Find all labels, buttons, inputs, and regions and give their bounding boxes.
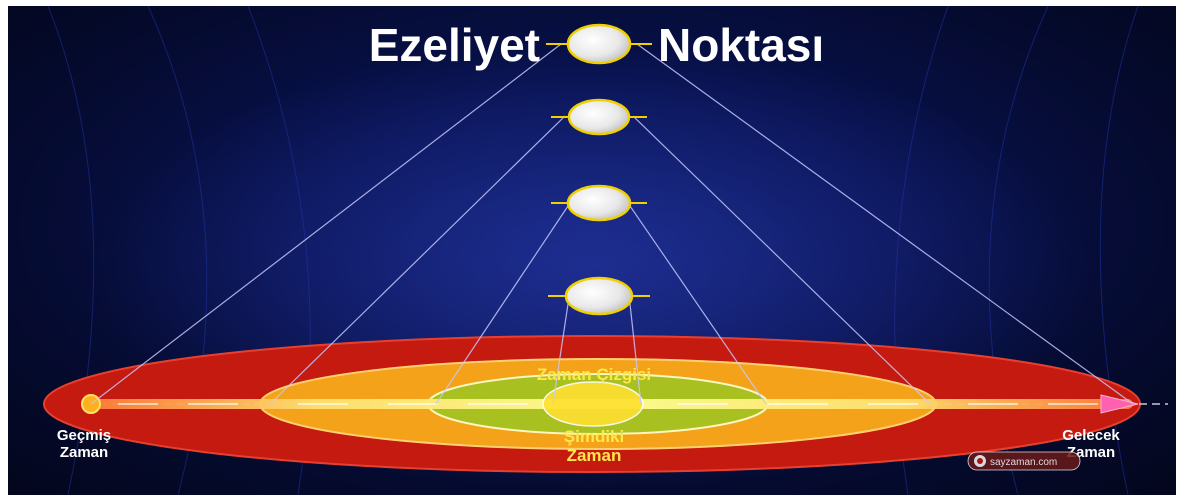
watermark-text: sayzaman.com [990, 457, 1057, 468]
past-label-line1: Geçmiş [57, 427, 111, 444]
diagram-canvas: Ezeliyet Noktası Zaman Çizgisi Şimdiki Z… [8, 6, 1176, 495]
diagram-svg: Ezeliyet Noktası Zaman Çizgisi Şimdiki Z… [43, 6, 1168, 495]
timeline-label: Zaman Çizgisi [537, 365, 651, 384]
eternity-node [546, 23, 652, 65]
title-left: Ezeliyet [369, 19, 540, 71]
future-label-line1: Gelecek [1062, 427, 1120, 444]
projection-lines [90, 43, 1134, 405]
present-label-line2: Zaman [567, 446, 622, 465]
present-moment-node [542, 381, 644, 427]
watermark: sayzaman.com [967, 451, 1081, 471]
level-node-1 [551, 98, 647, 136]
level-node-3 [548, 276, 650, 316]
level-node-2 [551, 184, 647, 222]
present-label-line1: Şimdiki [564, 427, 624, 446]
past-label-line2: Zaman [60, 444, 108, 461]
future-arrow-icon [1100, 394, 1139, 414]
title-right: Noktası [658, 19, 824, 71]
